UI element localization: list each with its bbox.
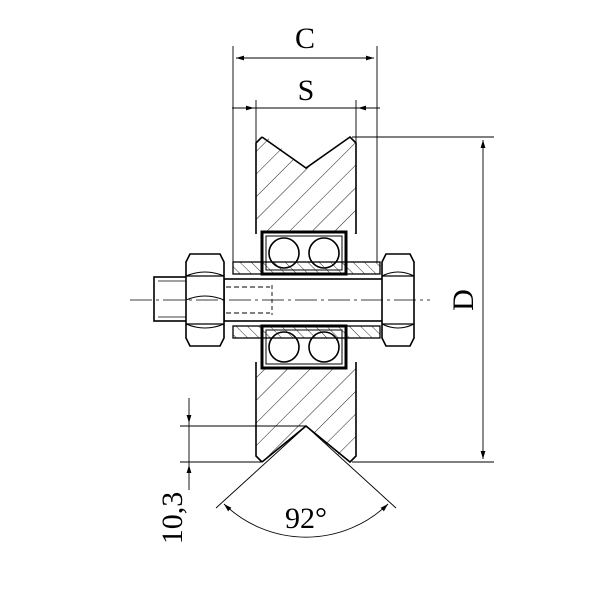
dimension-c: C xyxy=(232,22,378,262)
dimension-groove-angle: 92° xyxy=(215,425,397,538)
bolt xyxy=(153,253,415,347)
label-groove-angle: 92° xyxy=(285,502,327,535)
dimension-groove-depth: 10,3 xyxy=(156,398,306,544)
dimension-d: D xyxy=(352,136,494,463)
label-c: C xyxy=(295,22,315,55)
label-d: D xyxy=(447,289,480,311)
label-s: S xyxy=(298,74,315,107)
dimension-s: S xyxy=(232,74,380,143)
spacer-sleeve xyxy=(232,261,381,339)
bolt-thread-end xyxy=(153,276,189,322)
label-groove-depth: 10,3 xyxy=(156,492,189,545)
